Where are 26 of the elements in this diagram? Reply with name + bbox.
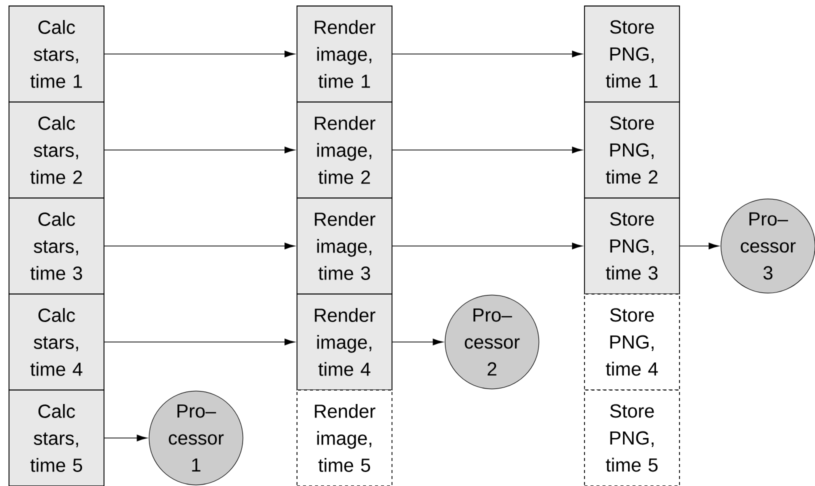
- process-box: Render image, time 1: [296, 6, 392, 102]
- arrow: [104, 146, 295, 154]
- process-box: Store PNG, time 3: [584, 198, 680, 294]
- process-box: Store PNG, time 1: [584, 6, 680, 102]
- process-box: Calc stars, time 4: [8, 294, 104, 390]
- arrow: [104, 50, 295, 58]
- arrow: [392, 50, 582, 58]
- process-box: Calc stars, time 2: [8, 102, 104, 198]
- node-label: Store PNG, time 5: [606, 404, 658, 472]
- arrow: [392, 242, 582, 250]
- process-box: Render image, time 4: [296, 294, 392, 390]
- arrow: [104, 338, 295, 346]
- arrow: [104, 434, 148, 442]
- process-box: Render image, time 2: [296, 102, 392, 198]
- process-box: Render image, time 5: [296, 390, 392, 486]
- process-box: Render image, time 3: [296, 198, 392, 294]
- arrow: [392, 146, 582, 154]
- arrow: [680, 242, 719, 250]
- process-box: Store PNG, time 2: [584, 102, 680, 198]
- process-box: Calc stars, time 1: [8, 6, 104, 102]
- process-box: Store PNG, time 5: [584, 390, 680, 486]
- process-box: Calc stars, time 5: [8, 390, 104, 486]
- arrow: [104, 242, 295, 250]
- process-box: Store PNG, time 4: [584, 294, 680, 390]
- arrow: [392, 338, 444, 346]
- process-box: Calc stars, time 3: [8, 198, 104, 294]
